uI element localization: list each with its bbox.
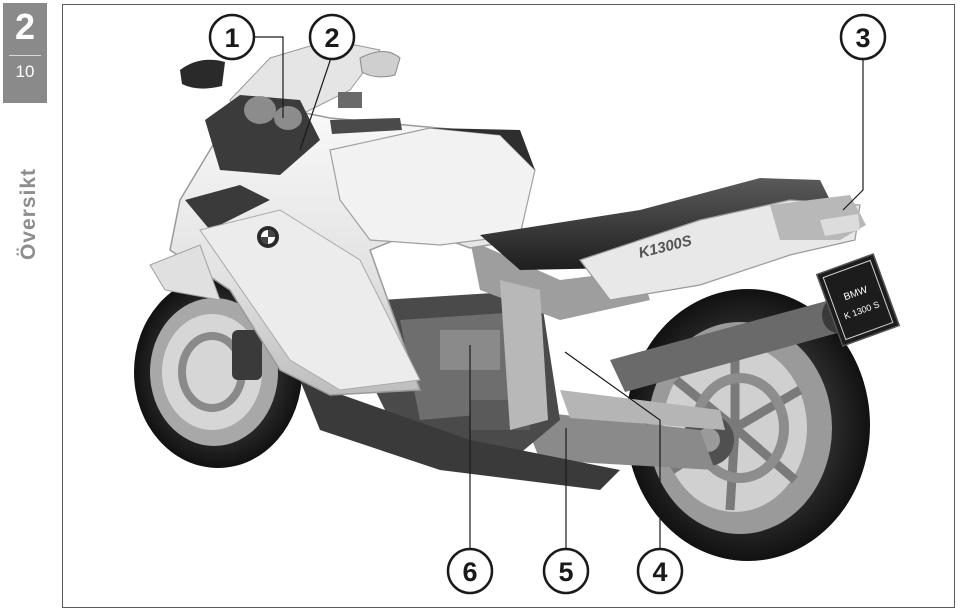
callout-3-label: 3	[855, 23, 870, 53]
swingarm	[520, 390, 725, 470]
callout-1: 1	[208, 13, 256, 61]
callout-2: 2	[308, 13, 356, 61]
license-plate: BMW K 1300 S	[815, 253, 901, 347]
page-number: 10	[15, 62, 35, 81]
callout-2-label: 2	[324, 23, 339, 53]
callout-4: 4	[636, 547, 684, 595]
callout-3: 3	[839, 13, 887, 61]
callout-1-label: 1	[224, 23, 239, 53]
callout-4-label: 4	[652, 557, 667, 587]
rear-wheel	[626, 289, 870, 561]
leader-lines	[254, 36, 864, 549]
seat	[480, 178, 830, 270]
chapter-number: 2	[14, 6, 36, 47]
fuel-tank	[329, 127, 536, 246]
callout-5: 5	[542, 547, 590, 595]
handlebar	[330, 118, 402, 134]
cockpit-instruments	[205, 92, 362, 175]
bmw-badge	[257, 226, 279, 248]
belly-pan	[300, 380, 620, 490]
chapter-divider	[9, 55, 41, 56]
mirrors	[180, 51, 401, 89]
callout-6: 6	[446, 547, 494, 595]
tail-section: K1300S	[579, 195, 866, 301]
chapter-tab: 2 10	[3, 3, 47, 103]
callout-5-label: 5	[558, 557, 573, 587]
callout-6-label: 6	[462, 557, 477, 587]
